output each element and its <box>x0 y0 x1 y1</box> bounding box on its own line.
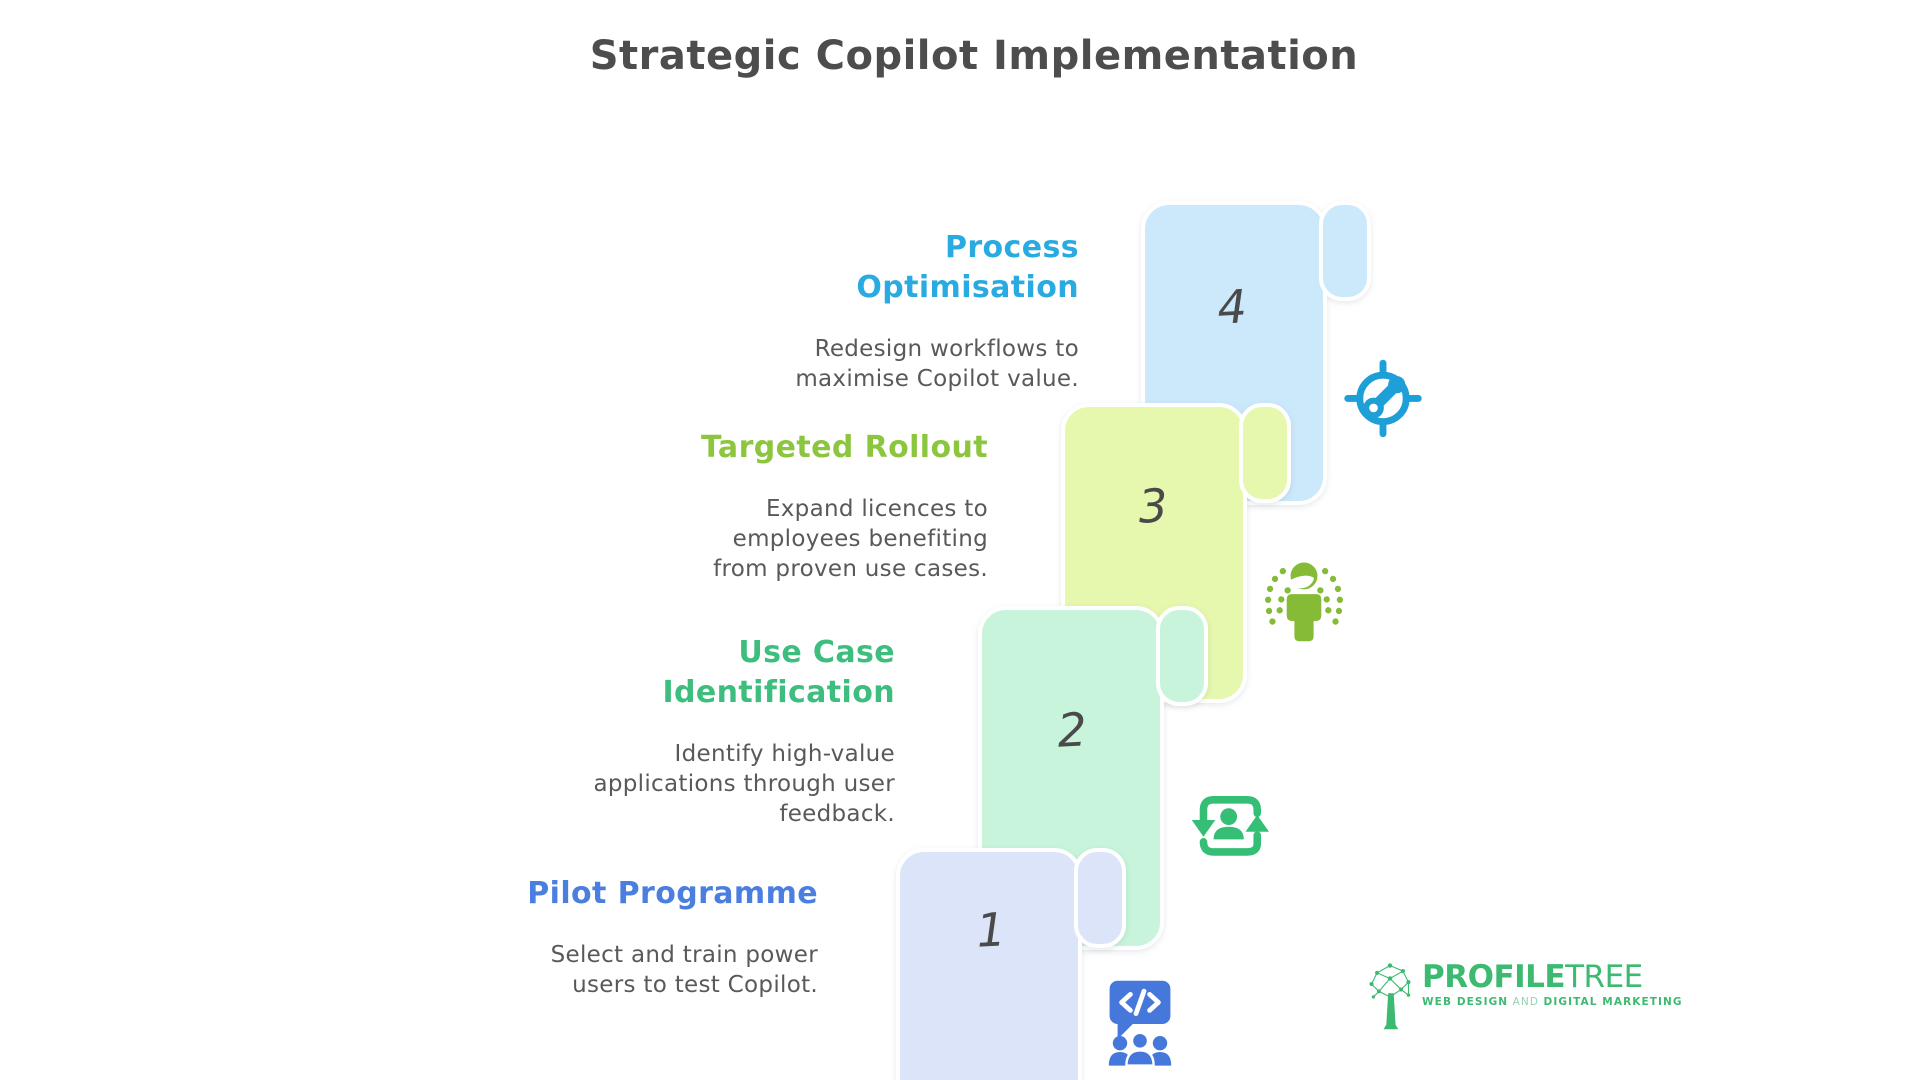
person-growth-icon <box>1256 550 1352 646</box>
step-description-2: Identify high-value applications through… <box>593 741 895 827</box>
scroll-shape <box>896 848 1126 1080</box>
step-description-1: Select and train power users to test Cop… <box>550 942 818 998</box>
brand-light-segment: TREE <box>1565 959 1643 995</box>
profiletree-logo-text: PROFILETREE WEB DESIGN AND DIGITAL MARKE… <box>1422 960 1683 1008</box>
step-description-3: Expand licences to employees benefiting … <box>713 496 988 582</box>
user-refresh-icon <box>1182 778 1272 862</box>
tagline-and: AND <box>1512 996 1540 1008</box>
tagline-digital-marketing: DIGITAL MARKETING <box>1543 996 1683 1008</box>
step-heading-3: Targeted Rollout <box>700 430 988 465</box>
step-text-4: Process Optimisation Redesign workflows … <box>609 228 1079 394</box>
profiletree-tagline: WEB DESIGN AND DIGITAL MARKETING <box>1422 996 1683 1008</box>
step-number-4: 4 <box>1215 279 1249 335</box>
code-chat-people-icon <box>1100 978 1180 1070</box>
step-number-2: 2 <box>1055 702 1089 758</box>
profiletree-logo: PROFILETREE WEB DESIGN AND DIGITAL MARKE… <box>1366 960 1683 1032</box>
step-card-1 <box>896 848 1128 1080</box>
profiletree-tree-icon <box>1369 963 1411 1030</box>
step-text-2: Use Case Identification Identify high-va… <box>425 633 895 829</box>
step-text-3: Targeted Rollout Expand licences to empl… <box>518 428 988 584</box>
step-heading-4: Process Optimisation <box>856 230 1079 305</box>
step-description-4: Redesign workflows to maximise Copilot v… <box>795 336 1079 392</box>
step-text-1: Pilot Programme Select and train power u… <box>348 874 818 1000</box>
step-number-1: 1 <box>974 902 1008 958</box>
step-number-3: 3 <box>1136 478 1170 534</box>
step-heading-1: Pilot Programme <box>527 876 818 911</box>
profiletree-brand-name: PROFILETREE <box>1422 960 1683 994</box>
tagline-web-design: WEB DESIGN <box>1422 996 1509 1008</box>
step-heading-2: Use Case Identification <box>662 635 895 710</box>
page-title: Strategic Copilot Implementation <box>589 33 1359 79</box>
target-key-icon <box>1340 352 1426 438</box>
brand-bold-segment: PROFILE <box>1422 959 1566 995</box>
